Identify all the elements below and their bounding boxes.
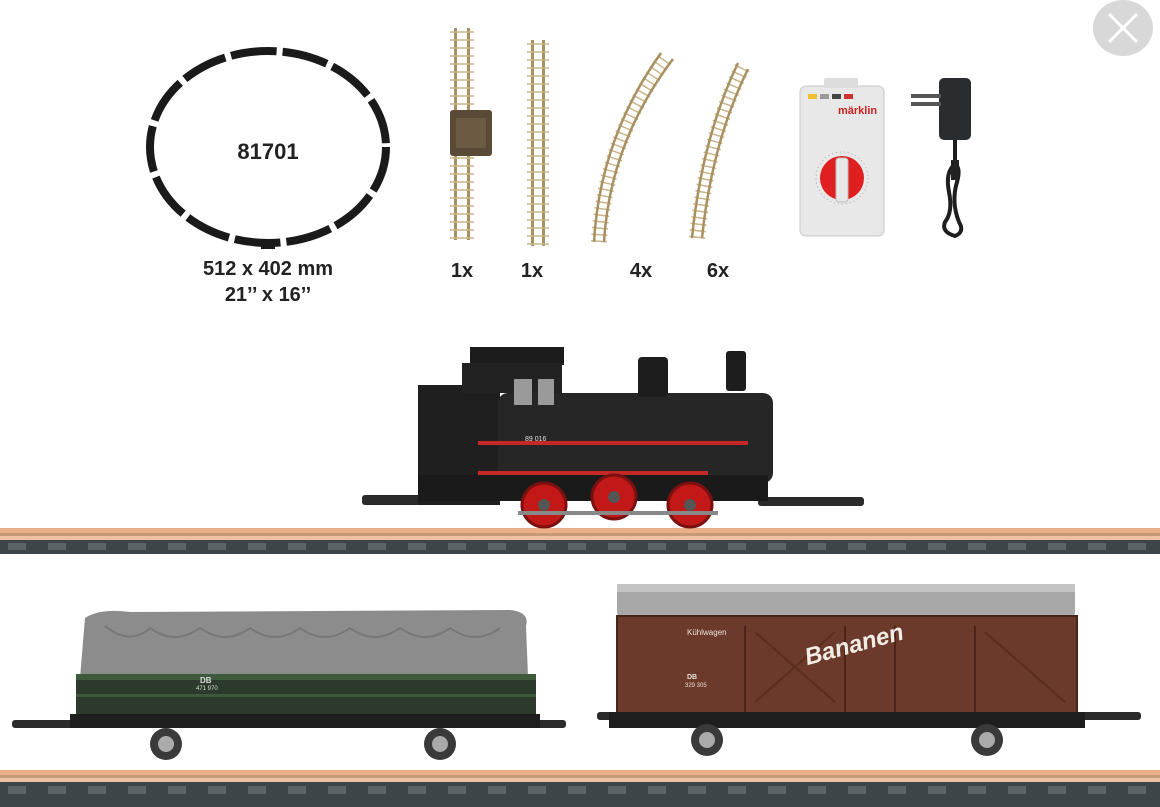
stake-wagon-number: 471 970: [196, 686, 218, 692]
controller-brand-logo: märklin: [838, 105, 878, 117]
curved-track-tight-image: [591, 51, 674, 243]
close-button[interactable]: [1093, 0, 1153, 56]
loco-number: 89 016: [525, 436, 547, 443]
boxcar-road: DB: [687, 674, 698, 681]
stake-wagon: DB 471 970: [10, 606, 570, 766]
curved-track-image: [689, 62, 751, 239]
track-size-metric: 512 x 402 mm: [202, 258, 334, 280]
qty-straight: 1x: [520, 260, 544, 282]
close-icon: [1107, 12, 1139, 44]
upper-rail: [0, 528, 1160, 554]
straight-track-feeder-image: [450, 28, 492, 240]
qty-curve-tight: 4x: [629, 260, 653, 282]
boxcar-title: Kühlwagen: [687, 628, 727, 637]
oval-track-plan: [146, 47, 390, 249]
track-size-imperial: 21’’ x 16’’: [224, 284, 312, 306]
stake-wagon-road: DB: [200, 676, 212, 685]
refrigerator-boxcar: Kühlwagen Bananen DB 329 305: [595, 582, 1145, 762]
power-supply-image: [911, 78, 971, 239]
lower-rail: [0, 770, 1160, 807]
speed-controller: märklin: [798, 78, 886, 238]
steam-locomotive: 89 016: [358, 345, 868, 530]
qty-curve: 6x: [706, 260, 730, 282]
boxcar-number: 329 305: [685, 683, 707, 689]
straight-track-image: [527, 40, 549, 246]
qty-straight-feeder: 1x: [450, 260, 474, 282]
set-number: 81701: [237, 139, 299, 164]
